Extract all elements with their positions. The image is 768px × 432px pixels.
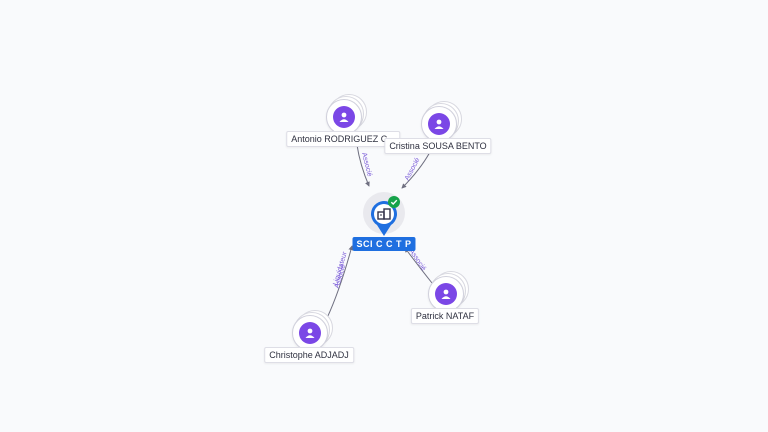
user-icon xyxy=(441,289,451,299)
person-node-sousa[interactable] xyxy=(418,101,462,143)
user-icon xyxy=(434,119,444,129)
company-name-label[interactable]: SCI C C T P xyxy=(352,237,416,251)
check-icon xyxy=(388,196,400,208)
building-icon xyxy=(377,208,391,220)
person-node-adjadj[interactable] xyxy=(289,310,333,352)
person-name-label[interactable]: Antonio RODRIGUEZ C... xyxy=(286,131,400,147)
user-icon xyxy=(305,328,315,338)
edge-role-label: Associé xyxy=(360,152,373,178)
person-name-label[interactable]: Christophe ADJADJ xyxy=(264,347,354,363)
avatar xyxy=(428,276,464,312)
person-node-nataf[interactable] xyxy=(425,271,469,313)
relationship-edge xyxy=(404,247,433,284)
relationship-edge xyxy=(356,144,370,187)
company-node[interactable] xyxy=(362,192,406,240)
relationship-edge xyxy=(401,151,431,189)
person-node-rodriguez[interactable] xyxy=(323,94,367,136)
relationship-edge xyxy=(326,245,354,319)
avatar xyxy=(326,99,362,135)
avatar xyxy=(292,315,328,351)
user-icon xyxy=(339,112,349,122)
person-name-label[interactable]: Cristina SOUSA BENTO xyxy=(384,138,492,154)
avatar xyxy=(421,106,457,142)
person-name-label[interactable]: Patrick NATAF xyxy=(410,308,480,324)
edge-role-label: Associé xyxy=(407,248,427,272)
